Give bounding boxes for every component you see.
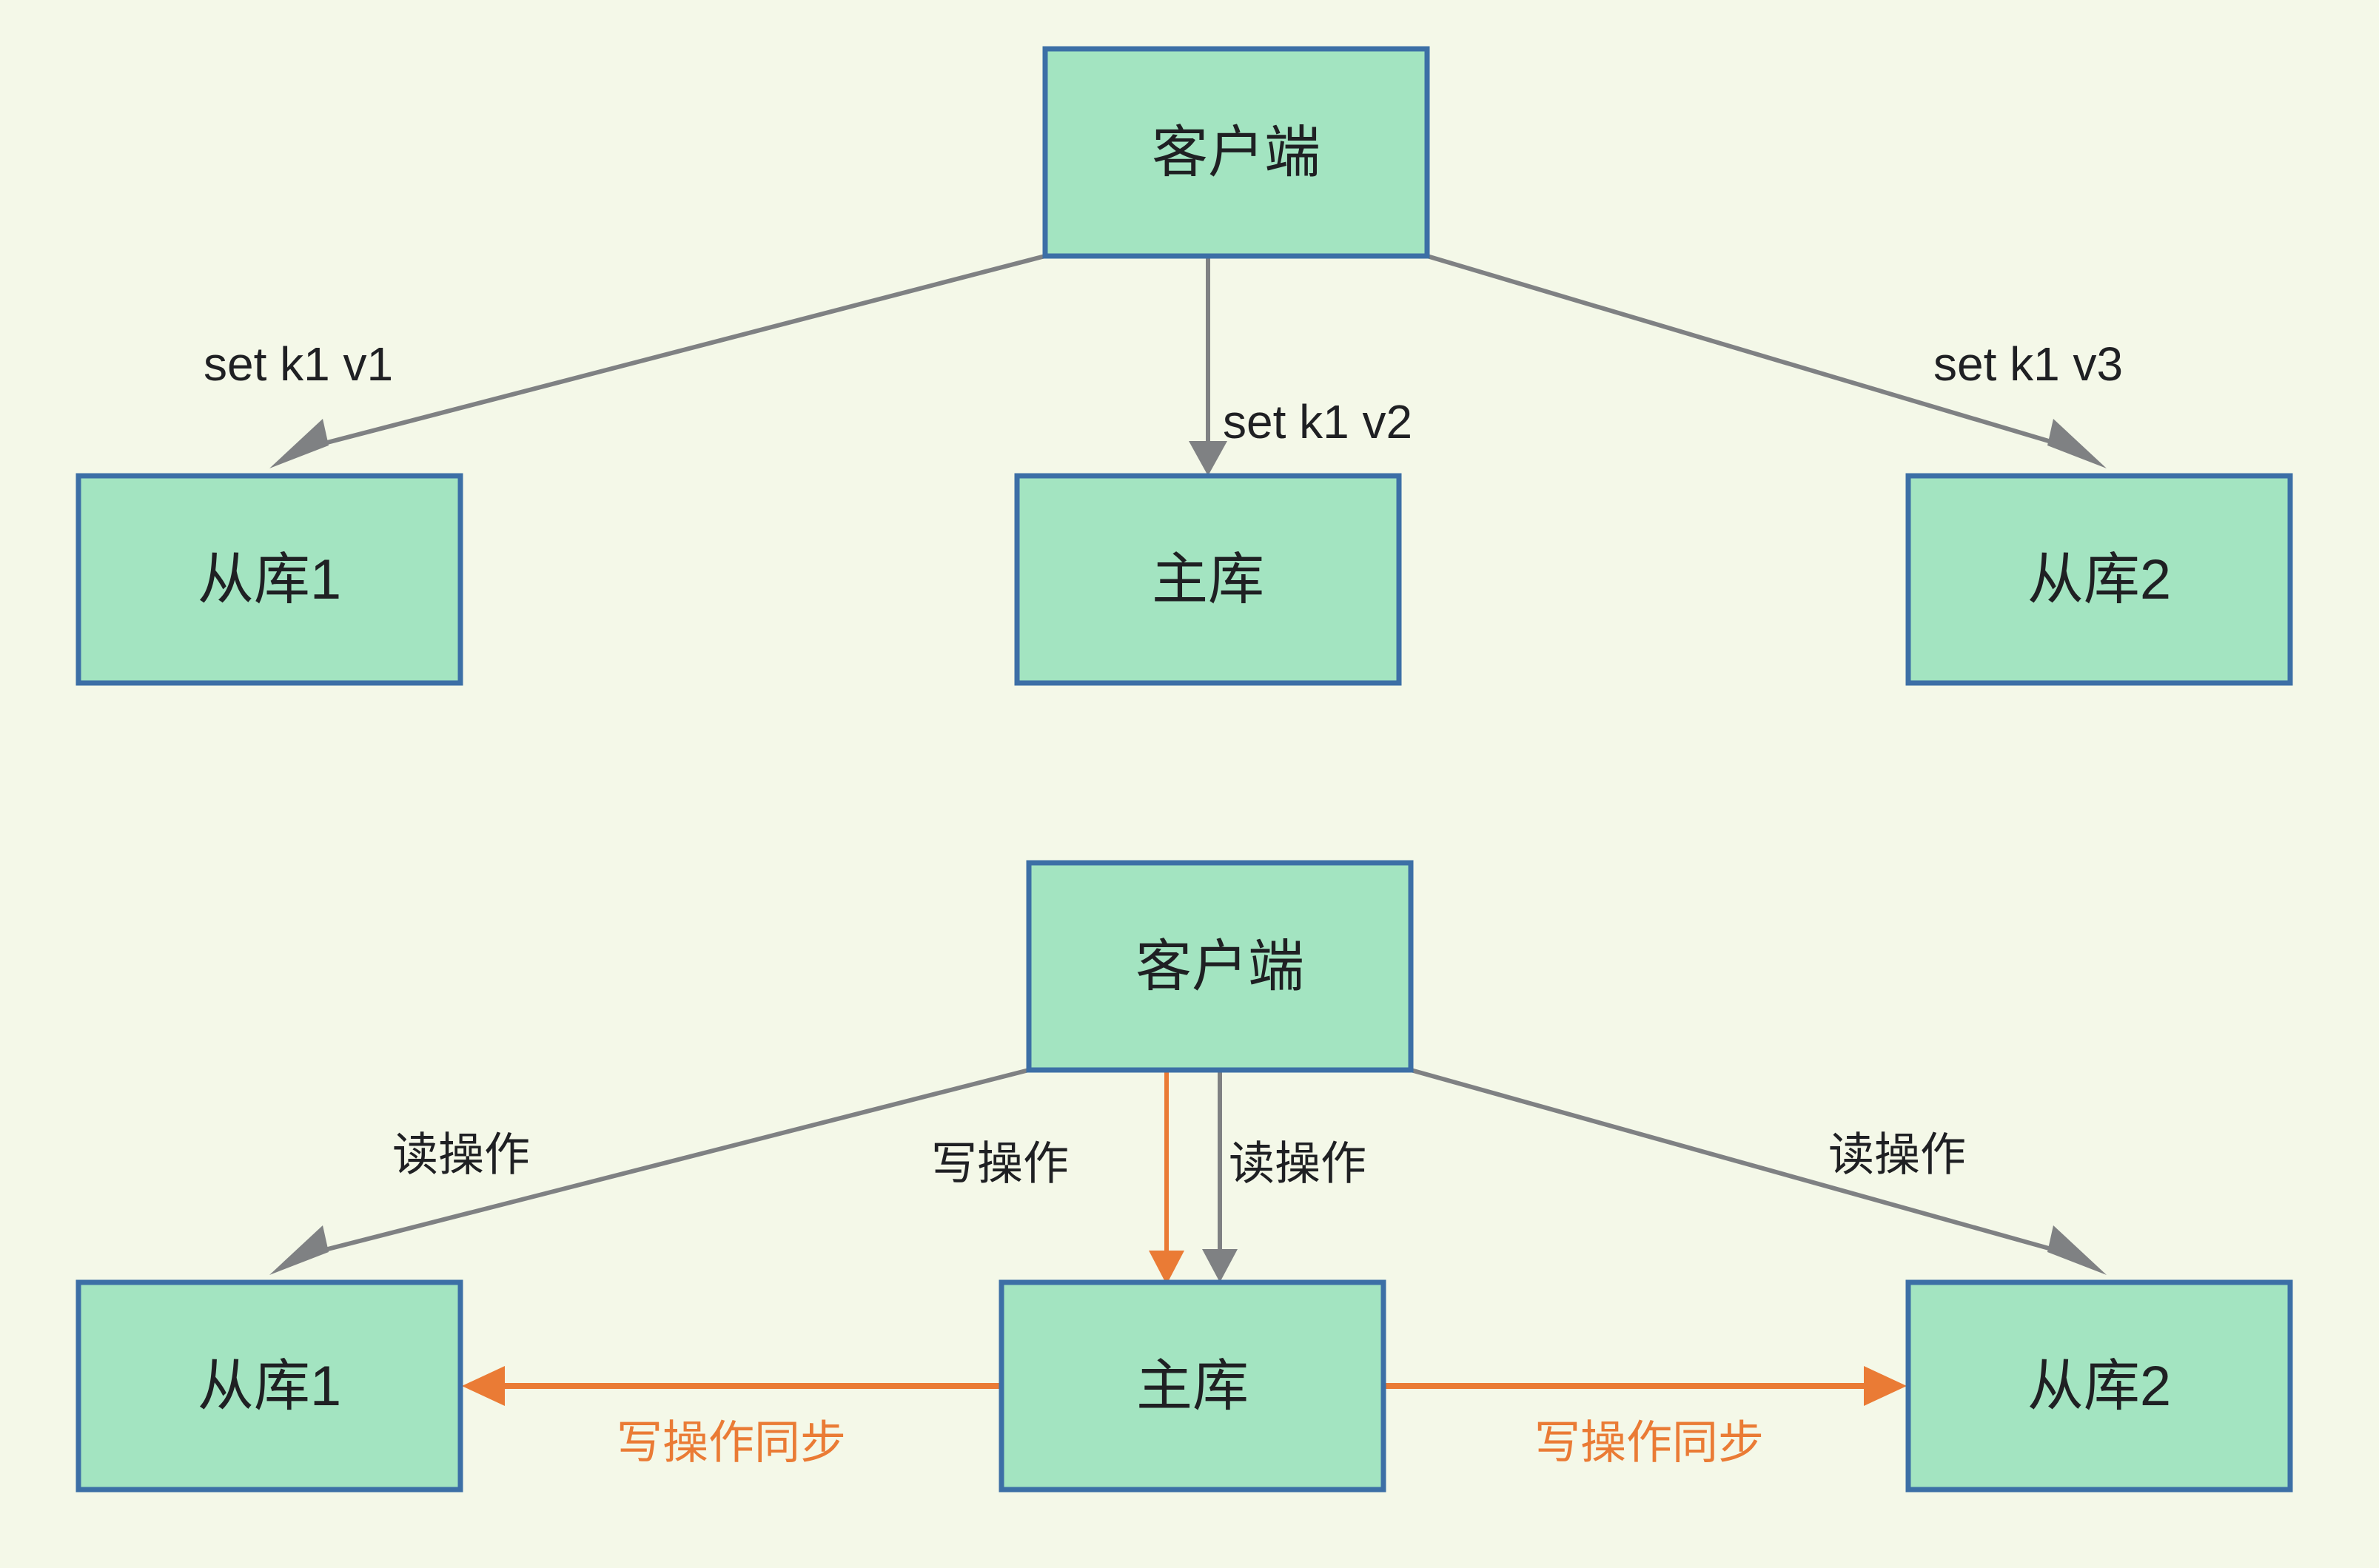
node-label-client-bottom: 客户端: [1135, 935, 1304, 998]
edge-label-write-master: 写操作: [931, 1138, 1069, 1189]
diagram-without-split: set k1 v1 set k1 v2 set k1 v3 客户端: [76, 46, 2293, 686]
edge-client-to-slave1: set k1 v1: [204, 254, 1046, 468]
node-label-slave1-top: 从库1: [198, 548, 341, 611]
arrowhead-sync-slave1: [462, 1366, 505, 1406]
node-rect-master-bottom[interactable]: [999, 1279, 1386, 1493]
node-label-client-top: 客户端: [1152, 121, 1321, 184]
edge-line-client-to-slave2: [1426, 254, 2087, 454]
edge-read-slave1: 读操作: [269, 1068, 1030, 1275]
arrowhead-client-to-slave2: [2047, 419, 2107, 468]
node-rect-slave1-top[interactable]: [76, 473, 463, 686]
node-label-slave2-top: 从库2: [2027, 548, 2171, 611]
edge-read-slave2: 读操作: [1410, 1068, 2107, 1275]
edge-read-master: 读操作: [1202, 1070, 1366, 1282]
edge-label-set-k1-v2: set k1 v2: [1223, 395, 1412, 448]
arrowhead-client-to-master: [1189, 441, 1227, 476]
edge-client-to-slave2: set k1 v3: [1426, 254, 2123, 468]
node-label-slave1-bottom: 从库1: [198, 1355, 341, 1418]
edge-sync-master-to-slave1: 写操作同步: [462, 1366, 1001, 1468]
node-master-bottom[interactable]: 主库: [999, 1279, 1386, 1493]
edge-label-set-k1-v3: set k1 v3: [1933, 337, 2123, 391]
edge-label-read-master: 读操作: [1229, 1138, 1366, 1189]
arrowhead-read-slave1: [269, 1225, 329, 1275]
node-slave2-top[interactable]: 从库2: [1905, 473, 2293, 686]
edge-client-to-master: set k1 v2: [1189, 256, 1412, 476]
node-client-bottom[interactable]: 客户端: [1026, 860, 1414, 1073]
node-rect-slave1-bottom[interactable]: [76, 1279, 463, 1493]
node-label-master-top: 主库: [1152, 548, 1264, 611]
node-rect-client-top[interactable]: [1042, 46, 1430, 259]
edge-label-sync-slave1: 写操作同步: [617, 1417, 846, 1468]
edge-line-client-to-slave1: [289, 254, 1046, 454]
edge-label-read-slave2: 读操作: [1828, 1129, 1966, 1180]
edge-label-sync-slave2: 写操作同步: [1534, 1417, 1764, 1468]
edge-line-read-slave2: [1410, 1068, 2087, 1261]
arrowhead-read-slave2: [2047, 1225, 2107, 1275]
arrowhead-read-master: [1202, 1249, 1238, 1282]
node-rect-client-bottom[interactable]: [1026, 860, 1414, 1073]
arrowhead-sync-slave2: [1864, 1366, 1907, 1406]
edge-label-set-k1-v1: set k1 v1: [204, 337, 393, 391]
node-rect-slave2-bottom[interactable]: [1905, 1279, 2293, 1493]
node-rect-slave2-top[interactable]: [1905, 473, 2293, 686]
edge-sync-master-to-slave2: 写操作同步: [1383, 1366, 1907, 1468]
edge-write-master: 写操作: [931, 1070, 1184, 1285]
node-slave1-bottom[interactable]: 从库1: [76, 1279, 463, 1493]
node-client-top[interactable]: 客户端: [1042, 46, 1430, 259]
node-slave1-top[interactable]: 从库1: [76, 473, 463, 686]
node-label-slave2-bottom: 从库2: [2027, 1355, 2171, 1418]
edge-line-read-slave1: [289, 1068, 1030, 1261]
node-master-top[interactable]: 主库: [1014, 473, 1402, 686]
node-rect-master-top[interactable]: [1014, 473, 1402, 686]
edge-label-read-slave1: 读操作: [392, 1129, 530, 1180]
arrowhead-write-master: [1149, 1251, 1184, 1285]
arrowhead-client-to-slave1: [269, 419, 329, 468]
diagram-with-split: 读操作 写操作 读操作 读操作: [76, 860, 2293, 1493]
node-label-master-bottom: 主库: [1136, 1355, 1249, 1418]
node-slave2-bottom[interactable]: 从库2: [1905, 1279, 2293, 1493]
